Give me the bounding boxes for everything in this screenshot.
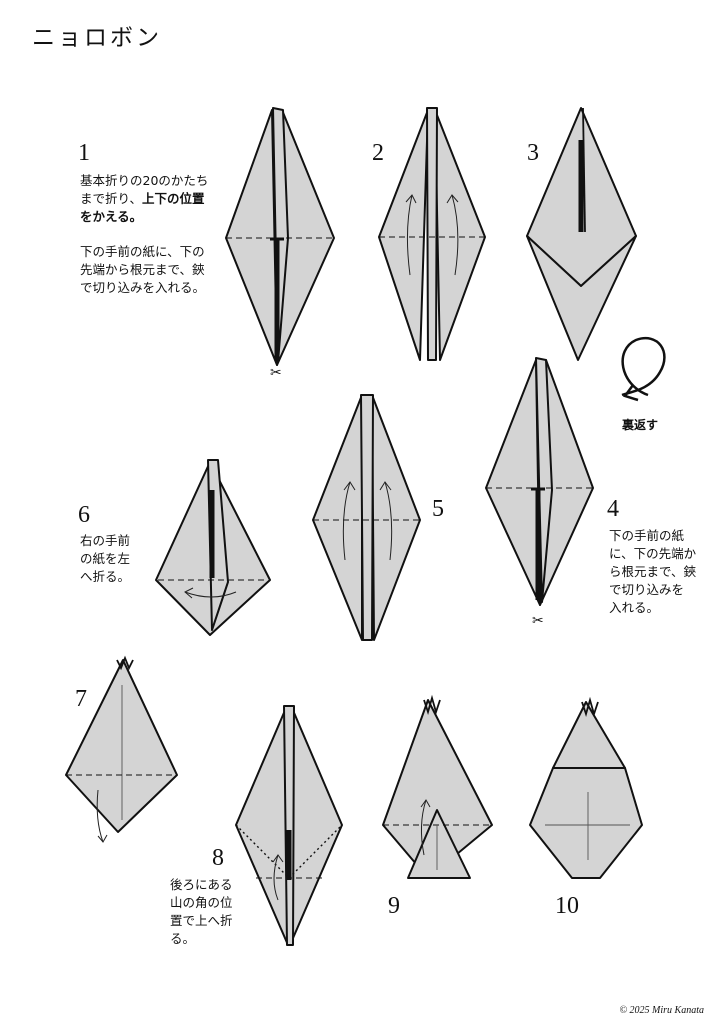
step-9-number: 9 — [388, 893, 400, 919]
step-1-cut-instruction: 下の手前の紙に、下の 先端から根元まで、鋏 で切り込みを入れる。 — [80, 244, 206, 295]
step-7-figure — [65, 655, 178, 843]
step-1-text-bold: 上下の位置 をかえる。 — [80, 191, 205, 224]
step-1-text-plain: 基本折りの20のかたち まで折り、 — [80, 173, 209, 206]
step-6-number: 6 — [78, 502, 90, 528]
step-4-number: 4 — [607, 496, 619, 522]
step-2-number: 2 — [372, 140, 384, 166]
step-1-number: 1 — [78, 140, 90, 166]
copyright: © 2025 Miru Kanata — [619, 1005, 704, 1016]
turn-over-icon — [621, 337, 666, 402]
step-1-instruction: 基本折りの20のかたち まで折り、上下の位置 をかえる。 — [80, 172, 208, 226]
step-6-instruction: 右の手前 の紙を左 へ折る。 — [80, 533, 131, 584]
turn-over-label: 裏返す — [622, 418, 659, 432]
step-4-scissors-icon: ✂ — [532, 613, 544, 629]
step-5-figure — [312, 394, 421, 641]
step-8-instruction: 後ろにある 山の角の位 置で上へ折 る。 — [170, 877, 233, 946]
step-2-figure — [378, 107, 486, 361]
step-6-figure — [155, 459, 271, 636]
step-3-figure — [526, 107, 637, 361]
step-3-number: 3 — [527, 140, 539, 166]
page-title: ニョロボン — [32, 25, 162, 51]
step-10-number: 10 — [555, 893, 579, 919]
step-4-figure — [485, 357, 594, 606]
step-9-figure — [382, 694, 493, 879]
step-8-figure — [235, 705, 343, 946]
step-4-instruction: 下の手前の紙 に、下の先端か ら根元まで、鋏 で切り込みを 入れる。 — [609, 528, 697, 615]
step-7-number: 7 — [75, 686, 87, 712]
step-1-figure — [225, 107, 335, 366]
step-1-scissors-icon: ✂ — [270, 365, 282, 381]
step-8-number: 8 — [212, 845, 224, 871]
step-5-number: 5 — [432, 496, 444, 522]
step-10-figure — [529, 696, 643, 879]
